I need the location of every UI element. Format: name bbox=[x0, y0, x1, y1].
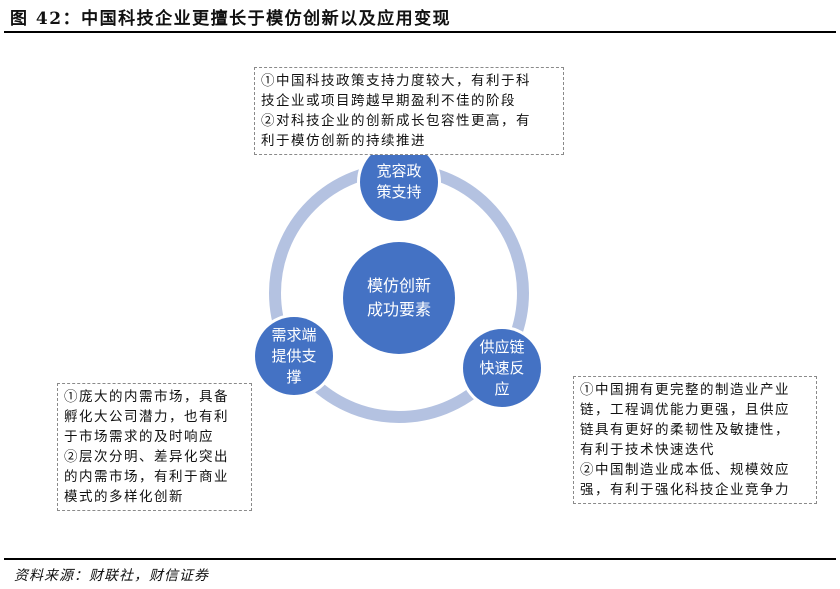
note-line: ①中国拥有更完整的制造业产业 bbox=[580, 382, 790, 398]
top-divider bbox=[4, 31, 836, 33]
note-line: ①庞大的内需市场，具备 bbox=[64, 389, 229, 405]
note-supply-chain: ①中国拥有更完整的制造业产业 链，工程调优能力更强，且供应 链具有更好的柔韧性及… bbox=[573, 376, 817, 504]
note-line: 模式的多样化创新 bbox=[64, 489, 184, 505]
center-node-line: 模仿创新 bbox=[366, 276, 431, 295]
node-label-line: 应 bbox=[494, 379, 510, 398]
note-line: ①中国科技政策支持力度较大，有利于科 bbox=[261, 73, 531, 89]
note-line: 链，工程调优能力更强，且供应 bbox=[580, 402, 790, 418]
bottom-divider bbox=[4, 558, 836, 560]
note-line: ②对科技企业的创新成长包容性更高，有 bbox=[261, 113, 531, 129]
center-node: 模仿创新 成功要素 bbox=[343, 242, 455, 354]
node-label-line: 需求端 bbox=[271, 325, 317, 344]
node-label-line: 快速反 bbox=[479, 358, 525, 377]
node-label-line: 撑 bbox=[286, 367, 302, 386]
note-line: 的内需市场，有利于商业 bbox=[64, 469, 229, 485]
note-line: 孵化大公司潜力，也有利 bbox=[64, 409, 229, 425]
note-line: 链具有更好的柔韧性及敏捷性， bbox=[580, 422, 790, 438]
node-label-line: 供应链 bbox=[479, 337, 525, 356]
note-line: 技企业或项目跨越早期盈利不佳的阶段 bbox=[261, 93, 516, 109]
note-line: ②层次分明、差异化突出 bbox=[64, 449, 229, 465]
note-line: 利于模仿创新的持续推进 bbox=[261, 133, 426, 149]
node-demand-support: 需求端 提供支 撑 bbox=[255, 317, 333, 395]
note-line: ②中国制造业成本低、规模效应 bbox=[580, 462, 790, 478]
node-policy-support: 宽容政 策支持 bbox=[360, 143, 438, 221]
source-note: 资料来源：财联社，财信证券 bbox=[14, 568, 209, 584]
note-line: 于市场需求的及时响应 bbox=[64, 429, 214, 445]
node-label-line: 宽容政 bbox=[376, 162, 422, 180]
figure-title: 图 42：中国科技企业更擅长于模仿创新以及应用变现 bbox=[10, 9, 452, 29]
note-line: 有利于技术快速迭代 bbox=[580, 442, 715, 458]
note-demand: ①庞大的内需市场，具备 孵化大公司潜力，也有利 于市场需求的及时响应 ②层次分明… bbox=[57, 383, 252, 511]
node-label-line: 提供支 bbox=[271, 346, 317, 365]
note-policy: ①中国科技政策支持力度较大，有利于科 技企业或项目跨越早期盈利不佳的阶段 ②对科… bbox=[254, 67, 564, 155]
node-label-line: 策支持 bbox=[376, 183, 422, 201]
note-line: 强，有利于强化科技企业竞争力 bbox=[580, 482, 790, 498]
node-supply-chain: 供应链 快速反 应 bbox=[463, 329, 541, 407]
center-node-line: 成功要素 bbox=[366, 300, 431, 319]
